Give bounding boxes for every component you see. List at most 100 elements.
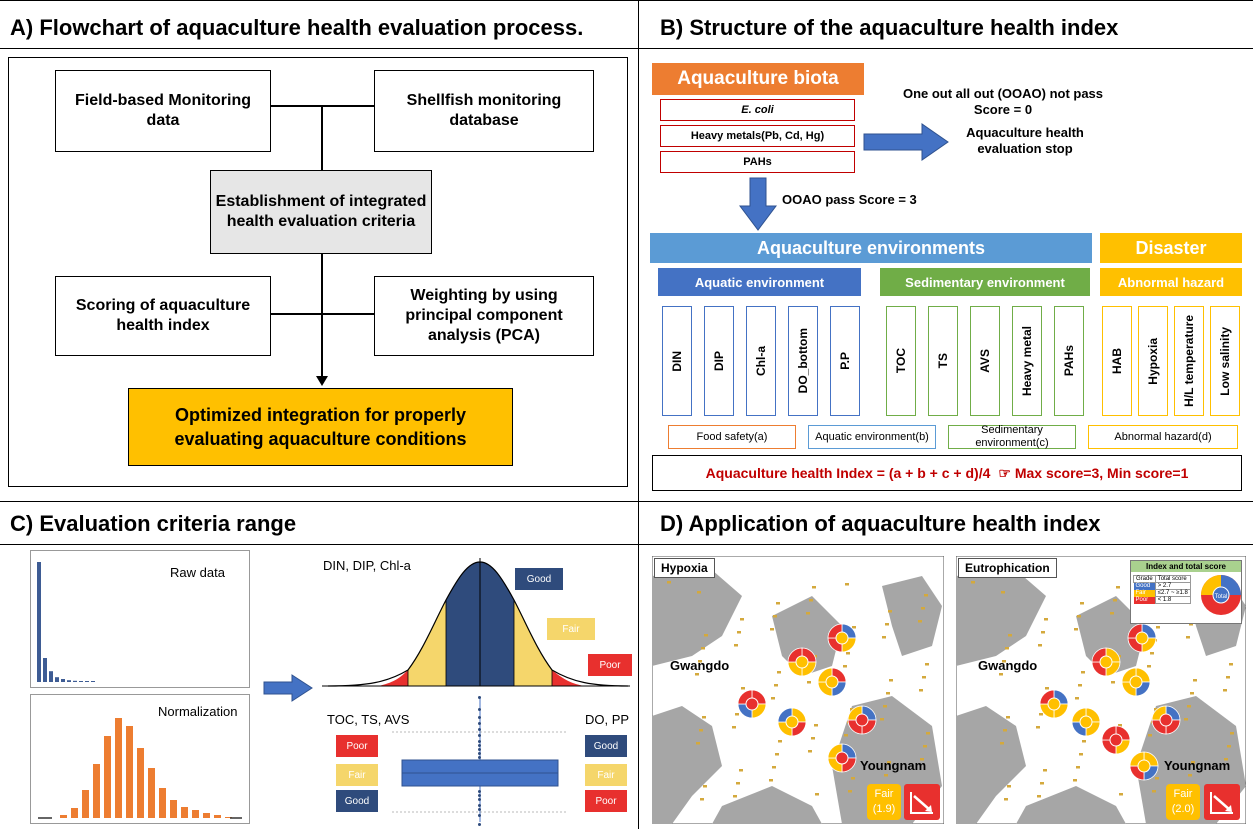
raw-data-chart <box>37 562 95 682</box>
index-pie-center <box>745 697 759 711</box>
raw-data-label: Raw data <box>170 565 225 580</box>
farm-plot <box>1074 628 1078 631</box>
raw-bar <box>37 562 41 682</box>
box-plot-point <box>478 734 481 737</box>
farm-plot <box>885 623 889 626</box>
index-pie-center <box>1079 715 1093 729</box>
farm-plot <box>1154 708 1158 711</box>
farm-plot <box>1184 718 1188 721</box>
farm-plot <box>1076 766 1080 769</box>
index-pie-center <box>1099 655 1113 669</box>
normalization-chart <box>38 718 242 819</box>
farm-plot <box>1038 644 1042 647</box>
formula-note: ☞ Max score=3, Min score=1 <box>998 464 1189 481</box>
norm-bar <box>126 726 133 818</box>
farm-plot <box>1190 692 1194 695</box>
farm-plot <box>703 785 707 788</box>
farm-plot <box>1150 652 1154 655</box>
farm-plot <box>920 758 924 761</box>
raw-bar <box>61 679 65 682</box>
param-toc: TOC <box>886 306 916 416</box>
box-plot <box>392 698 568 822</box>
param-low-salinity: Low salinity <box>1210 306 1240 416</box>
farm-plot <box>695 673 699 676</box>
establishment-box: Establishment of integrated health evalu… <box>210 170 432 254</box>
right-good: Good <box>585 735 627 757</box>
curve-fair-label: Fair <box>547 618 595 640</box>
box-plot-point <box>478 722 481 725</box>
left-good: Good <box>336 790 378 812</box>
farm-plot <box>1005 647 1009 650</box>
farm-plot <box>776 602 780 605</box>
farm-plot <box>736 782 740 785</box>
farm-plot <box>1080 602 1084 605</box>
index-pie-center <box>785 715 799 729</box>
left-poor: Poor <box>336 735 378 757</box>
farm-plot <box>1186 636 1190 639</box>
farm-plot <box>700 798 704 801</box>
box-plot-point <box>478 752 481 755</box>
group-sedimentary: Sedimentary environment(c) <box>948 424 1076 449</box>
farm-plot <box>924 594 928 597</box>
farm-plot <box>698 660 702 663</box>
map1-place-gwangdo: Gwangdo <box>670 658 730 673</box>
right-fair: Fair <box>585 764 627 786</box>
farm-plot <box>1189 623 1193 626</box>
farm-plot <box>1110 612 1114 615</box>
box-plot-point <box>478 814 481 817</box>
farm-plot <box>851 777 855 780</box>
map2-place-youngnam: Youngnam <box>1164 758 1231 773</box>
box-plot-point <box>478 823 481 826</box>
arrow-head-down <box>316 376 328 386</box>
param-pp: P.P <box>830 306 860 416</box>
env-header: Aquaculture environments <box>650 233 1092 263</box>
farm-plot <box>696 742 700 745</box>
farm-plot <box>1006 716 1010 719</box>
norm-bar <box>71 808 78 818</box>
map2-label: Eutrophication <box>958 558 1057 578</box>
farm-plot <box>1118 724 1122 727</box>
farm-plot <box>887 761 891 764</box>
farm-plot <box>1229 663 1233 666</box>
normal-curve <box>322 558 630 687</box>
divider-middle <box>0 501 1253 502</box>
farm-plot <box>918 620 922 623</box>
biota-ecoli: E. coli <box>660 99 855 121</box>
farm-plot <box>699 729 703 732</box>
farm-plot <box>1077 615 1081 618</box>
raw-bar <box>85 681 89 682</box>
box-plot-point <box>478 708 481 711</box>
index-pie-center <box>1047 697 1061 711</box>
connector-top-h <box>270 105 375 107</box>
farm-plot <box>697 591 701 594</box>
normalization-frame <box>30 694 250 824</box>
landmass <box>652 570 742 666</box>
raw-bar <box>49 671 53 682</box>
scoring-box: Scoring of aquaculture health index <box>55 276 271 356</box>
farm-plot <box>1224 758 1228 761</box>
map1-trend-down-icon <box>904 784 940 820</box>
raw-bar <box>73 680 77 682</box>
farm-plot <box>883 705 887 708</box>
curve-poor-label: Poor <box>588 654 632 676</box>
farm-plot <box>999 673 1003 676</box>
farm-plot <box>926 732 930 735</box>
norm-bar <box>82 790 89 818</box>
index-pie-center <box>1129 675 1143 689</box>
farm-plot <box>807 681 811 684</box>
farm-plot <box>1004 798 1008 801</box>
map1-score-badge: Fair (1.9) <box>867 784 901 820</box>
legend-wheel-icon: Total <box>1201 575 1241 615</box>
farm-plot <box>1148 734 1152 737</box>
disaster-header: Disaster <box>1100 233 1242 263</box>
param-ts: TS <box>928 306 958 416</box>
box-plot-point <box>478 740 481 743</box>
norm-bar <box>170 800 177 818</box>
farm-plot <box>772 766 776 769</box>
farm-plot <box>1147 665 1151 668</box>
norm-bar <box>181 807 188 818</box>
farm-plot <box>1001 591 1005 594</box>
farm-plot <box>882 636 886 639</box>
